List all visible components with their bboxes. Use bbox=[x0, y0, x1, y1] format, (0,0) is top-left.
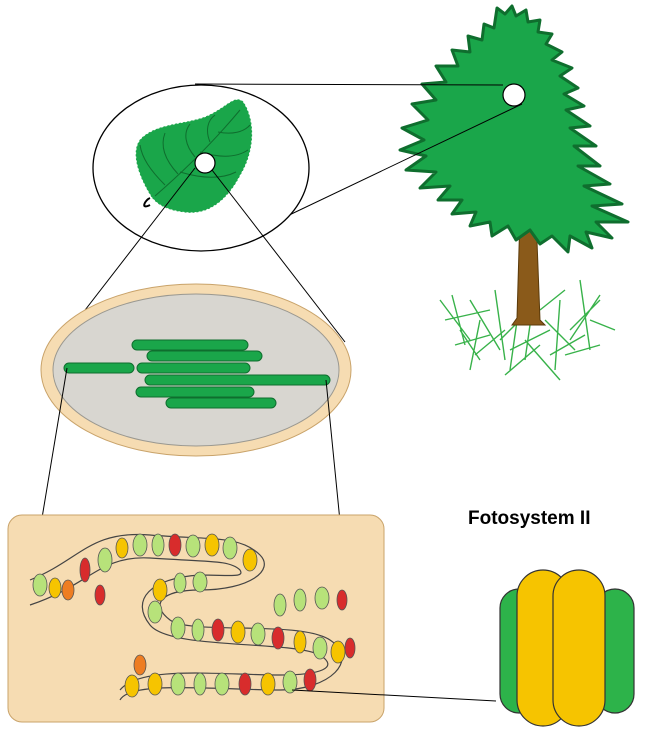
tree-zoom-spot bbox=[503, 84, 525, 106]
chloroplast-icon bbox=[41, 284, 351, 456]
leaf-magnification bbox=[93, 85, 309, 251]
photosystem-label: Fotosystem II bbox=[468, 508, 590, 530]
thylakoid-membrane-icon bbox=[8, 515, 384, 722]
photosystem-complex-icon bbox=[500, 570, 634, 726]
tree-icon bbox=[400, 6, 628, 380]
tree-crown bbox=[400, 6, 628, 252]
